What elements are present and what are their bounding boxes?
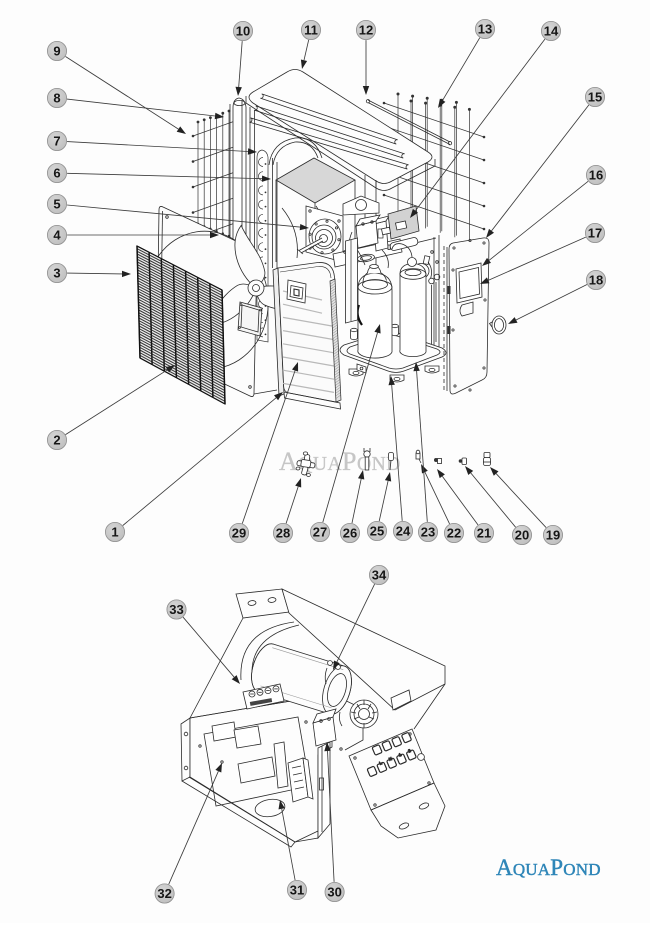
svg-text:26: 26 (343, 526, 357, 541)
svg-text:24: 24 (396, 524, 411, 539)
svg-text:10: 10 (236, 24, 250, 39)
svg-text:31: 31 (290, 883, 304, 898)
svg-text:14: 14 (544, 24, 559, 39)
svg-text:13: 13 (478, 22, 492, 37)
svg-text:22: 22 (447, 526, 461, 541)
svg-text:7: 7 (53, 134, 60, 149)
svg-text:20: 20 (515, 528, 529, 543)
svg-text:29: 29 (232, 526, 246, 541)
svg-text:16: 16 (589, 168, 603, 183)
svg-text:25: 25 (370, 524, 384, 539)
svg-text:6: 6 (53, 166, 60, 181)
svg-text:21: 21 (477, 526, 491, 541)
svg-text:33: 33 (169, 602, 183, 617)
svg-text:5: 5 (53, 197, 60, 212)
svg-text:15: 15 (588, 90, 602, 105)
svg-text:12: 12 (359, 23, 373, 38)
svg-text:32: 32 (157, 886, 171, 901)
svg-text:8: 8 (53, 91, 60, 106)
svg-text:9: 9 (53, 44, 60, 59)
svg-text:28: 28 (276, 526, 290, 541)
svg-text:18: 18 (589, 273, 603, 288)
svg-text:1: 1 (111, 525, 118, 540)
svg-text:11: 11 (304, 23, 318, 38)
svg-text:2: 2 (53, 433, 60, 448)
svg-text:27: 27 (313, 525, 327, 540)
svg-text:3: 3 (53, 266, 60, 281)
svg-text:4: 4 (53, 228, 61, 243)
svg-text:AQUAPOND: AQUAPOND (496, 855, 601, 880)
svg-text:30: 30 (327, 885, 341, 900)
svg-text:23: 23 (421, 525, 435, 540)
svg-text:19: 19 (546, 528, 560, 543)
svg-text:34: 34 (372, 568, 387, 583)
svg-text:17: 17 (588, 226, 602, 241)
